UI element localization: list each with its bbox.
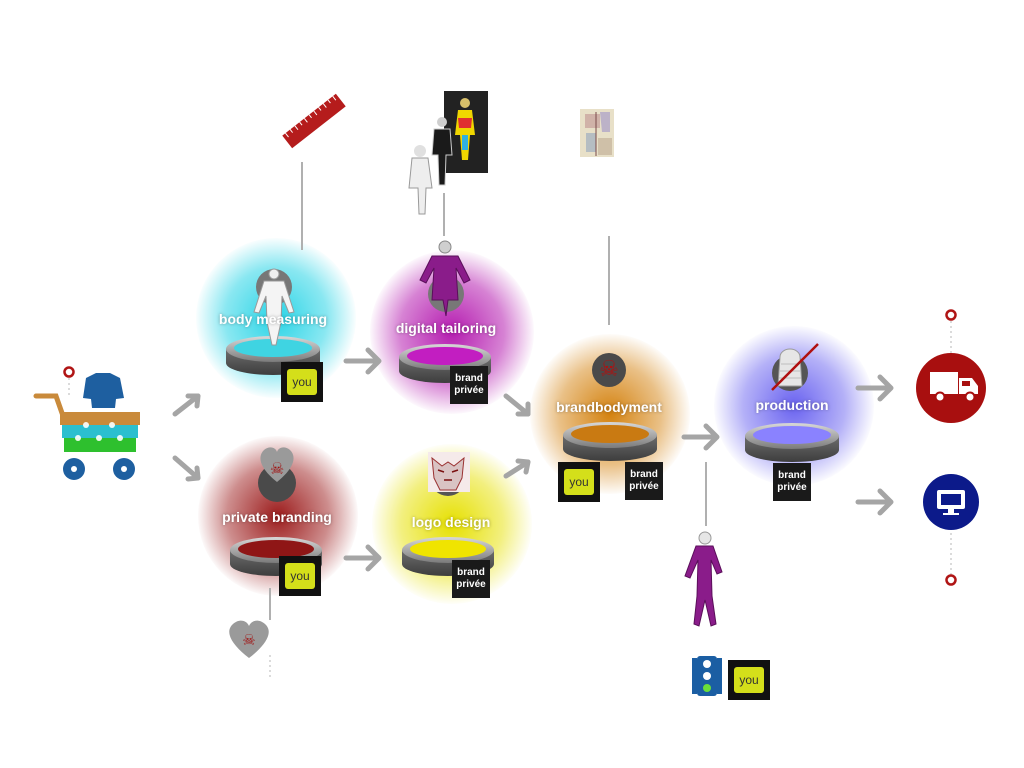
arrow-cart-to-branding xyxy=(172,455,201,482)
approval-you-badge: you xyxy=(728,660,770,700)
delivery-truck-button xyxy=(916,353,986,423)
digital-tailoring-title: digital tailoring xyxy=(395,320,497,336)
production-title: production xyxy=(755,397,829,413)
body-measuring-title: body measuring xyxy=(218,311,328,327)
arrow-brandbodyment-to-production xyxy=(681,423,720,451)
logo-design-brand-badge: brand privée xyxy=(452,560,490,598)
production-pedestal xyxy=(745,423,839,462)
arrow-production-to-online xyxy=(855,488,894,516)
digital-tailoring-brand-badge: brand privée xyxy=(450,366,488,404)
skull-icon: ☠ xyxy=(592,353,626,387)
arrow-measuring-to-tailoring xyxy=(343,347,382,375)
shopping-cart-icon xyxy=(33,373,140,480)
truck-icon xyxy=(930,372,978,403)
private-branding-title: private branding xyxy=(222,509,332,525)
brandbodyment-you-badge: you xyxy=(558,462,600,502)
arrow-tailoring-to-brandbodyment xyxy=(503,393,531,417)
svg-text:☠: ☠ xyxy=(242,631,255,649)
svg-text:☠: ☠ xyxy=(270,459,284,478)
brandbodyment-pedestal xyxy=(563,422,657,461)
logo-design-title: logo design xyxy=(411,514,491,530)
brandbodyment-title: brandbodyment xyxy=(556,399,662,415)
production-brand-badge: brand privée xyxy=(773,463,811,501)
arrow-logo-to-brandbodyment xyxy=(503,458,531,479)
thimble-crossed-icon xyxy=(771,343,819,391)
arrow-branding-to-logo xyxy=(343,544,382,572)
heart-skull-small-icon: ☠ xyxy=(229,620,269,658)
svg-text:☠: ☠ xyxy=(599,357,619,382)
walking-figure xyxy=(684,531,723,627)
mannequin-figure xyxy=(253,268,295,346)
monitor-icon xyxy=(937,490,965,515)
brandbodyment-brand-badge: brand privée xyxy=(625,462,663,500)
heart-skull-icon: ☠ xyxy=(258,447,296,502)
traffic-light-icon xyxy=(692,656,722,696)
cart-node-dot xyxy=(63,366,75,378)
arrow-cart-to-measuring xyxy=(172,393,201,417)
pattern-sheet-icon xyxy=(580,109,614,157)
arrow-production-to-delivery xyxy=(855,374,894,402)
tiger-logo-icon xyxy=(428,452,470,496)
online-monitor-button xyxy=(923,474,979,530)
delivery-node-dot xyxy=(945,309,957,321)
tailored-figure xyxy=(419,240,471,317)
body-measuring-you-badge: you xyxy=(281,362,323,402)
online-node-dot xyxy=(945,574,957,586)
private-branding-you-badge: you xyxy=(279,556,321,596)
ruler-icon xyxy=(282,93,346,149)
body-scans-icon xyxy=(408,91,488,215)
